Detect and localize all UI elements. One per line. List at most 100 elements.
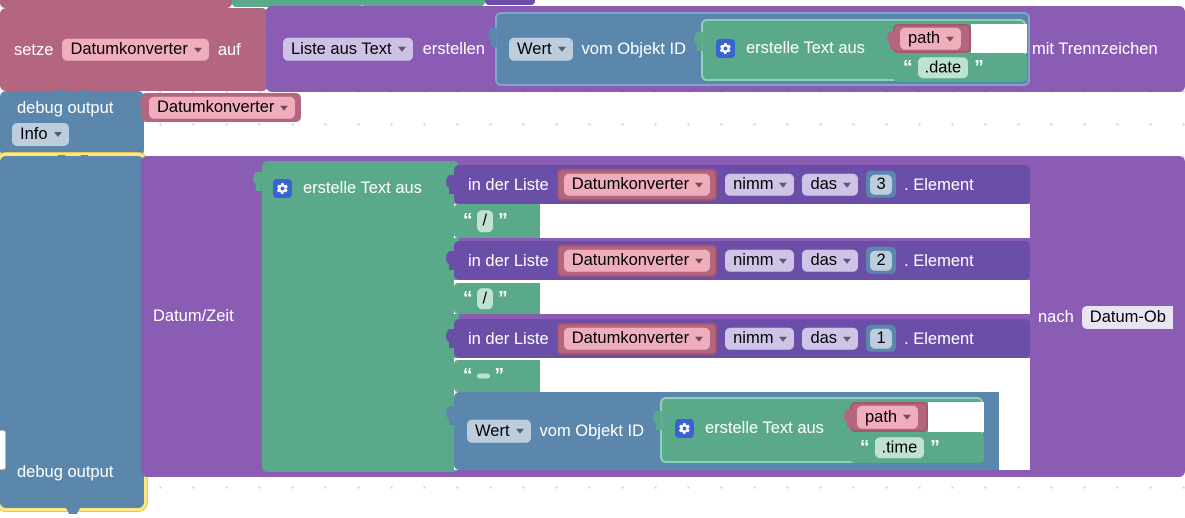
variable-dropdown-list-3[interactable]: Datumkonverter	[563, 173, 711, 196]
object-value-block-main[interactable]: Wert vom Objekt ID erstelle Text aus	[446, 392, 999, 470]
number-input-index-3[interactable]: 3	[870, 174, 892, 195]
create-text-label-main: erstelle Text aus	[303, 179, 422, 198]
chevron-down-icon	[193, 47, 202, 53]
variable-dropdown-path-nested[interactable]: path	[857, 405, 919, 429]
variable-block-list-1[interactable]: Datumkonverter	[556, 322, 718, 355]
empty-socket-nested[interactable]	[928, 402, 984, 432]
text-input-space[interactable]	[476, 373, 490, 379]
quote-close-icon: ”	[498, 210, 507, 232]
variable-block-path-top[interactable]: path	[887, 24, 971, 53]
variable-dropdown-path-nested-label: path	[865, 407, 898, 426]
variable-dropdown-list-1[interactable]: Datumkonverter	[563, 327, 711, 350]
debug-output-block-1[interactable]: debug output Info	[0, 90, 144, 156]
list-op-dropdown-1[interactable]: nimm	[725, 327, 795, 350]
text-block-slash-2[interactable]: “ / ”	[446, 283, 540, 314]
input-socket-notch	[446, 175, 455, 194]
variable-block-list-3[interactable]: Datumkonverter	[556, 168, 718, 201]
number-input-index-1[interactable]: 1	[870, 328, 892, 349]
separator-label: mit Trennzeichen	[1032, 39, 1158, 58]
text-row-space-bg	[454, 358, 1030, 392]
number-block-index-2[interactable]: 2	[866, 247, 897, 274]
notch-top	[58, 7, 88, 14]
object-value-field-label: Wert	[517, 39, 552, 58]
variable-dropdown-datumkonverter[interactable]: Datumkonverter	[62, 38, 209, 61]
variable-dropdown-label: Datumkonverter	[70, 39, 188, 58]
chevron-down-icon	[779, 258, 788, 264]
list-get-index-row-2[interactable]: in der Liste Datumkonverter nimm das	[446, 241, 1030, 280]
variable-block-list-2[interactable]: Datumkonverter	[556, 244, 718, 277]
list-get-suffix-3: . Element	[904, 175, 974, 194]
gear-icon[interactable]	[273, 179, 292, 198]
variable-block-path-nested[interactable]: path	[844, 402, 928, 432]
list-op-dropdown-2[interactable]: nimm	[725, 249, 795, 272]
input-socket-notch	[844, 409, 853, 428]
number-index-2-value: 2	[876, 250, 886, 269]
chevron-down-icon	[557, 47, 566, 52]
input-socket-notch	[140, 170, 149, 189]
variable-dropdown-path-top[interactable]: path	[900, 27, 962, 50]
variable-getter-datumkonverter-1[interactable]: Datumkonverter	[140, 93, 301, 122]
number-input-index-2[interactable]: 2	[870, 250, 892, 271]
clipped-block-red-top	[0, 0, 232, 8]
list-get-index-row-1[interactable]: in der Liste Datumkonverter nimm das	[446, 319, 1030, 358]
create-text-block-nested-time[interactable]: erstelle Text aus path	[653, 397, 984, 463]
variable-dropdown-path-label: path	[908, 28, 941, 47]
quote-open-icon: “	[463, 365, 472, 387]
object-id-label-top: vom Objekt ID	[581, 39, 687, 58]
input-socket-notch	[653, 411, 662, 430]
quote-close-icon: ”	[498, 288, 507, 309]
gear-icon[interactable]	[675, 419, 694, 438]
text-block-space[interactable]: “ ”	[446, 360, 540, 392]
chevron-down-icon	[397, 47, 406, 52]
list-which-dropdown-3[interactable]: das	[802, 173, 859, 196]
text-input-slash-1[interactable]: /	[476, 210, 494, 232]
object-value-field-dropdown-top[interactable]: Wert	[509, 37, 573, 61]
debug-level-dropdown-1[interactable]: Info	[12, 123, 69, 146]
input-socket-notch	[446, 329, 455, 348]
object-value-block-top[interactable]: Wert vom Objekt ID erstelle Text aus	[488, 12, 1030, 86]
quote-open-icon: “	[463, 288, 472, 309]
list-which-label-1: das	[810, 328, 838, 347]
input-socket-notch	[885, 58, 894, 77]
text-block-time[interactable]: “ .time ”	[842, 432, 984, 463]
variable-dropdown-list-2-label: Datumkonverter	[571, 250, 690, 269]
empty-socket-top[interactable]	[971, 24, 1027, 53]
list-mode-label: Liste aus Text	[291, 39, 392, 58]
variable-dropdown-datumkonverter-1[interactable]: Datumkonverter	[149, 96, 296, 119]
text-block-date[interactable]: “ .date ”	[885, 53, 1027, 82]
set-variable-block[interactable]: setze Datumkonverter auf	[0, 7, 268, 91]
chevron-down-icon	[903, 415, 912, 420]
create-text-block-main[interactable]: erstelle Text aus	[253, 161, 459, 472]
list-mode-dropdown[interactable]: Liste aus Text	[283, 37, 413, 61]
text-input-date[interactable]: .date	[917, 56, 969, 79]
debug-output-block-2[interactable]: debug output Info	[0, 155, 144, 514]
number-block-index-1[interactable]: 1	[866, 325, 897, 352]
clipped-block-green-top2	[360, 0, 485, 6]
notch-top	[58, 90, 88, 97]
list-which-dropdown-2[interactable]: das	[802, 249, 859, 272]
set-variable-suffix: auf	[217, 40, 241, 59]
list-get-index-row-3[interactable]: in der Liste Datumkonverter nimm das	[446, 165, 1030, 204]
list-op-dropdown-3[interactable]: nimm	[725, 173, 795, 196]
list-op-label-1: nimm	[733, 328, 774, 347]
convert-datetime-block[interactable]: Datum/Zeit nach Datum-Ob erstelle Text a…	[140, 156, 1185, 477]
input-socket-notch	[446, 406, 455, 425]
text-block-slash-1[interactable]: “ / ”	[446, 204, 540, 238]
object-value-field-label-main: Wert	[475, 421, 510, 440]
object-value-field-dropdown-main[interactable]: Wert	[467, 419, 531, 443]
quote-close-icon: ”	[494, 365, 504, 387]
create-text-block-top[interactable]: erstelle Text aus path “	[694, 19, 1027, 82]
list-get-prefix-3: in der Liste	[468, 175, 549, 194]
input-socket-notch	[446, 251, 455, 270]
number-block-index-3[interactable]: 3	[866, 171, 897, 198]
gear-icon[interactable]	[716, 39, 735, 58]
text-input-slash-2[interactable]: /	[476, 287, 494, 310]
text-row-slash-1-bg	[454, 204, 1030, 238]
list-which-dropdown-1[interactable]: das	[802, 327, 859, 350]
list-get-suffix-2: . Element	[904, 251, 974, 270]
variable-dropdown-list-2[interactable]: Datumkonverter	[563, 249, 711, 272]
quote-close-icon: ”	[930, 437, 939, 458]
text-input-time[interactable]: .time	[874, 436, 925, 459]
convert-target-dropdown[interactable]: Datum-Ob	[1081, 306, 1173, 329]
